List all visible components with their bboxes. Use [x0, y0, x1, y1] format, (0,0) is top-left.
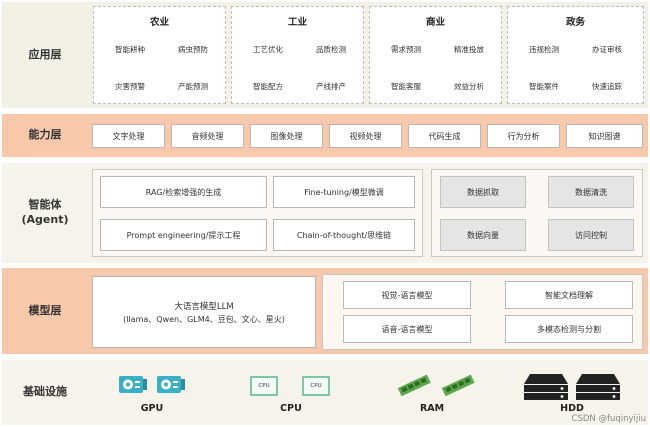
- capability-box: 代码生成: [408, 124, 481, 148]
- ram-label: RAM: [419, 403, 445, 414]
- cpu-icon: CPU: [250, 376, 278, 396]
- agent-data-box: 数据清洗: [548, 176, 634, 208]
- gpu-label: GPU: [140, 403, 164, 414]
- sector-industry: [231, 6, 364, 104]
- agent-layer-label: 智能体 (Agent): [21, 198, 69, 226]
- sector-item: 智能耕种: [115, 45, 145, 54]
- agent-technique-box: Chain-of-thought/思维链: [273, 219, 415, 251]
- cpu-label: CPU: [280, 403, 302, 414]
- capability-box: 图像处理: [250, 124, 323, 148]
- cpu-chip-text: CPU: [258, 383, 270, 389]
- hdd-icon: [524, 374, 568, 400]
- capability-layer-label: 能力层: [28, 128, 62, 142]
- model-box: 语音-语言模型: [343, 315, 471, 343]
- sector-item: 品质检测: [316, 45, 346, 54]
- sector-item: 智能配方: [253, 82, 283, 91]
- sector-item: 灾害预警: [115, 82, 145, 91]
- model-box: 视觉-语言模型: [343, 281, 471, 309]
- gpu-icon: [119, 376, 147, 393]
- agent-data-box: 数据抓取: [440, 176, 526, 208]
- sector-title: 政务: [565, 17, 585, 28]
- sector-title: 农业: [149, 17, 169, 28]
- gpu-icon: [157, 376, 185, 393]
- hdd-icon: [576, 374, 620, 400]
- sector-government: [507, 6, 644, 104]
- sector-item: 违规检测: [529, 45, 559, 54]
- capability-box: 知识图谱: [566, 124, 643, 148]
- cpu-chip-text: CPU: [310, 383, 322, 389]
- capability-box: 文字处理: [92, 124, 165, 148]
- sector-item: 需求预测: [391, 45, 421, 54]
- agent-technique-box: Prompt engineering/提示工程: [100, 219, 267, 251]
- agent-technique-box: RAG/检索增强的生成: [100, 176, 267, 208]
- agent-technique-box: Fine-tuning/模型微调: [273, 176, 415, 208]
- sector-item: 产线排产: [316, 82, 346, 91]
- sector-item: 快速追踪: [592, 82, 622, 91]
- watermark: CSDN @fuqinyijiu: [571, 414, 646, 424]
- sector-item: 智能客服: [391, 82, 421, 91]
- sector-item: 产能预测: [178, 82, 208, 91]
- sector-item: 效益分析: [454, 82, 484, 91]
- infrastructure-layer-label: 基础设施: [23, 385, 67, 399]
- model-layer-label: 模型层: [28, 303, 62, 317]
- ram-icon: [441, 374, 475, 397]
- capability-box: 视频处理: [329, 124, 402, 148]
- agent-data-box: 访问控制: [548, 219, 634, 251]
- model-box: 多模态检测与分割: [505, 315, 633, 343]
- sector-agriculture: [93, 6, 226, 104]
- sector-item: 精准投放: [454, 45, 484, 54]
- sector-item: 工艺优化: [253, 45, 283, 54]
- application-layer-label: 应用层: [28, 47, 62, 61]
- agent-data-box: 数据向量: [440, 219, 526, 251]
- sector-item: 病虫预防: [178, 45, 208, 54]
- sector-item: 办证审核: [592, 45, 622, 54]
- capability-box: 音频处理: [171, 124, 244, 148]
- sector-commerce: [369, 6, 502, 104]
- sector-title: 工业: [287, 17, 307, 28]
- model-box: 智能文档理解: [505, 281, 633, 309]
- cpu-icon: CPU: [302, 376, 330, 396]
- sector-item: 智能案件: [529, 82, 559, 91]
- capability-box: 行为分析: [487, 124, 560, 148]
- llm-title: 大语言模型LLM: [174, 301, 234, 312]
- sector-title: 商业: [425, 17, 445, 28]
- llm-examples: (llama、Qwen、GLM4、豆包、文心、星火): [123, 314, 285, 324]
- llm-box: 大语言模型LLM (llama、Qwen、GLM4、豆包、文心、星火): [92, 276, 316, 348]
- ram-icon: [397, 374, 431, 397]
- hdd-label: HDD: [560, 403, 584, 414]
